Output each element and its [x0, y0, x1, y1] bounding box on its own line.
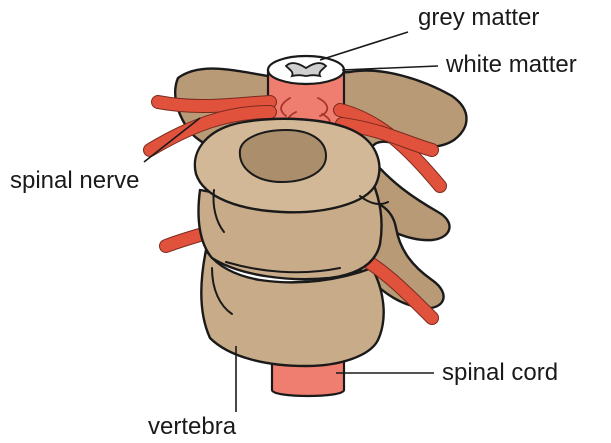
spinal-nerve-label: spinal nerve [10, 167, 139, 194]
vertebra-label: vertebra [148, 413, 237, 440]
spinal-cord-label: spinal cord [442, 359, 558, 386]
spinal-nerve-left-upper [158, 102, 270, 106]
vertebral-top-inner [240, 130, 326, 182]
grey-matter-leader [320, 32, 408, 60]
spinal-nerve-leader [144, 118, 200, 162]
white-matter-leader [342, 66, 438, 70]
white-matter-label: white matter [445, 51, 577, 78]
grey-matter-label: grey matter [418, 4, 539, 31]
